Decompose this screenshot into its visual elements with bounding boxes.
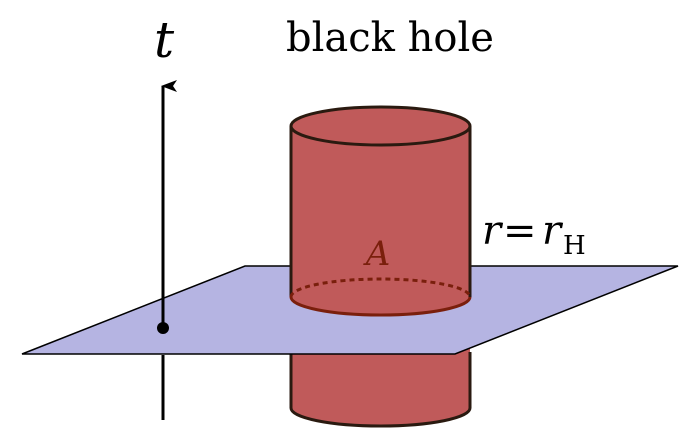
horizon-ring-back [289,277,472,298]
event-point [157,322,169,334]
horizon-label-rhs: r [542,208,564,254]
horizon-label-lhs: r [482,208,504,254]
diagram-title: black hole [286,15,494,61]
horizon-condition-label: r = r H [482,208,586,261]
horizon-ring-front [289,296,472,317]
horizon-area-label: A [363,234,391,274]
horizon-label-equals: = [503,208,537,254]
cylinder-upper [289,105,472,317]
cylinder-bottom-edge [289,407,472,428]
cylinder-bottom-cap [291,408,470,426]
time-axis-label: t [154,11,175,69]
cylinder-top-cap [289,105,472,147]
cylinder-upper-body [291,126,470,315]
horizon-label-subscript: H [563,231,586,261]
